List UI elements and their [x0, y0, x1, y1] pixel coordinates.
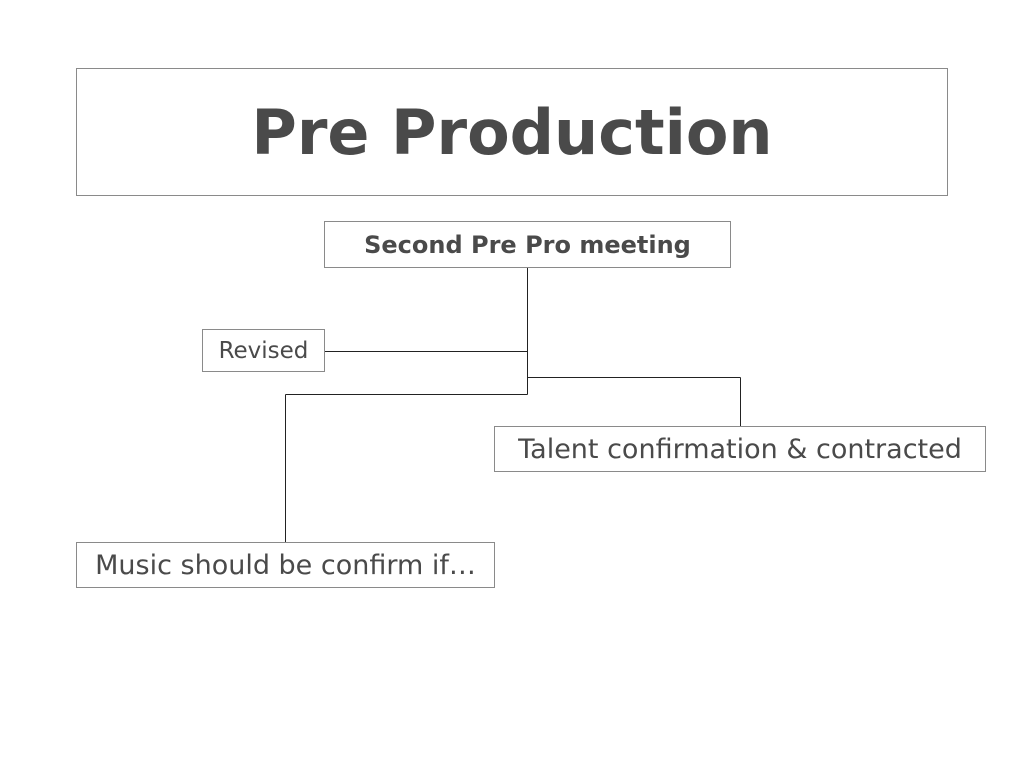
page-title-text: Pre Production — [251, 95, 773, 169]
root-node: Second Pre Pro meeting — [324, 221, 731, 268]
root-node-label: Second Pre Pro meeting — [364, 230, 691, 259]
child-node-talent: Talent confirmation & contracted — [494, 426, 986, 472]
child-node-music: Music should be confirm if… — [76, 542, 495, 588]
child-node-label: Music should be confirm if… — [95, 549, 476, 581]
child-node-label: Talent confirmation & contracted — [518, 433, 962, 465]
page-title: Pre Production — [76, 68, 948, 196]
child-node-label: Revised — [218, 337, 309, 364]
child-node-revised: Revised — [202, 329, 325, 372]
